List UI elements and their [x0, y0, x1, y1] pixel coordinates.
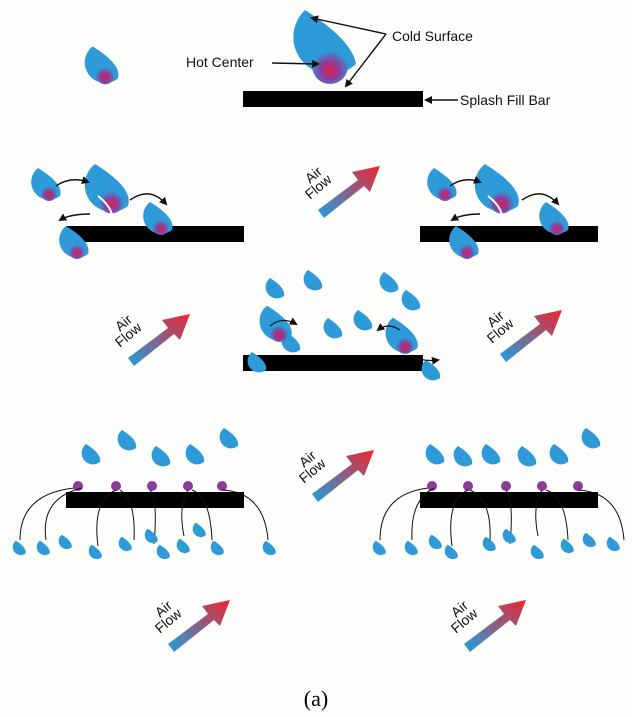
row4-left	[13, 428, 276, 559]
hot-center-label: Hot Center	[186, 54, 254, 70]
impact-right	[420, 164, 598, 259]
air-flow-arrow-6: Air Flow	[448, 597, 526, 652]
splash-fill-bar-top	[243, 91, 423, 107]
figure-caption: (a)	[0, 686, 632, 712]
air-flow-arrow-1: Air Flow	[302, 163, 380, 218]
air-flow-arrow-2: Air Flow	[112, 311, 190, 366]
row3-center	[243, 270, 440, 380]
impact-left	[31, 164, 244, 259]
row4-right	[373, 428, 624, 559]
air-flow-arrow-4: Air Flow	[296, 447, 374, 502]
falling-droplet	[85, 46, 119, 84]
air-flow-arrow-5: Air Flow	[152, 597, 230, 652]
air-flow-arrow-3: Air Flow	[484, 307, 562, 362]
cold-surface-label: Cold Surface	[392, 28, 473, 44]
splash-fill-bar-label: Splash Fill Bar	[460, 92, 551, 108]
